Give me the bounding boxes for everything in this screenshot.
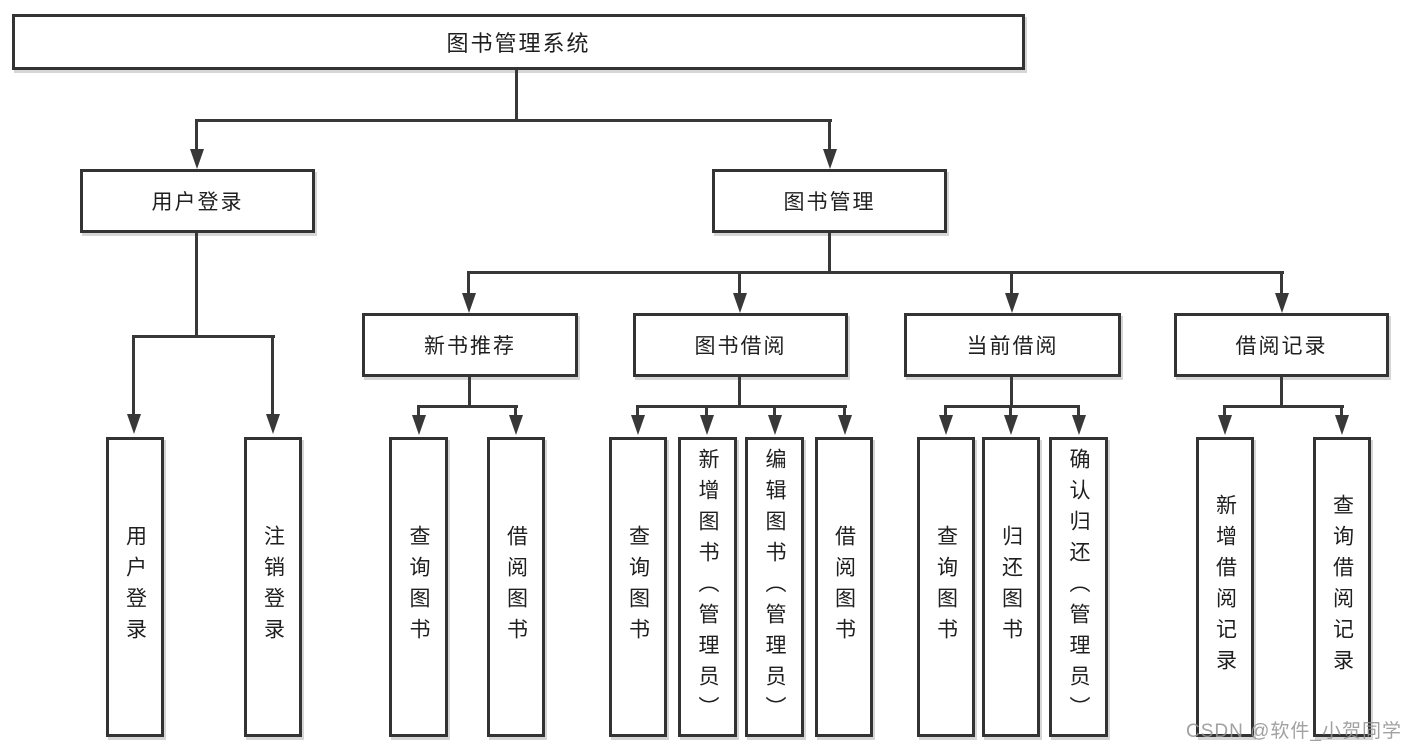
arrow-head-icon <box>1335 415 1349 435</box>
arrow-head-icon <box>768 415 782 435</box>
leaf-return-books: 归还图书 <box>982 437 1040 737</box>
connector-line <box>271 335 274 415</box>
leaf-edit-books-admin: 编辑图书（管理员） <box>745 437 804 737</box>
connector-line <box>1010 377 1013 408</box>
connector-line <box>1223 405 1344 408</box>
leaf-borrow-books-1: 借阅图书 <box>487 437 545 737</box>
leaf-query-books-1: 查询图书 <box>389 437 448 737</box>
connector-line <box>195 119 198 151</box>
connector-line <box>738 377 741 408</box>
connector-line <box>133 335 275 338</box>
connector-line <box>828 119 831 151</box>
arrow-head-icon <box>1072 415 1086 435</box>
arrow-head-icon <box>462 293 476 313</box>
leaf-query-borrow-record: 查询借阅记录 <box>1313 437 1371 737</box>
connector-line <box>514 405 517 417</box>
leaf-user-login: 用户登录 <box>106 437 164 737</box>
arrow-head-icon <box>823 149 837 169</box>
arrow-head-icon <box>1218 415 1232 435</box>
csdn-watermark: CSDN @软件_小贺同学 <box>1186 721 1402 742</box>
leaf-logout: 注销登录 <box>244 437 302 737</box>
connector-line <box>417 405 420 417</box>
connector-line <box>636 405 639 417</box>
connector-line <box>1077 405 1080 417</box>
leaf-query-books-3: 查询图书 <box>917 437 975 737</box>
leaf-add-borrow-record: 新增借阅记录 <box>1196 437 1254 737</box>
arrow-head-icon <box>127 414 141 434</box>
connector-line <box>944 405 1080 408</box>
connector-line <box>773 405 776 417</box>
connector-line <box>1280 271 1283 295</box>
leaf-borrow-books-2: 借阅图书 <box>815 437 873 737</box>
arrow-head-icon <box>1004 415 1018 435</box>
connector-line <box>636 405 847 408</box>
connector-line <box>1010 271 1013 295</box>
connector-line <box>944 405 947 417</box>
connector-line <box>468 271 1284 274</box>
connector-line <box>1280 377 1283 408</box>
connector-line <box>828 233 831 274</box>
arrow-head-icon <box>412 415 426 435</box>
arrow-head-icon <box>631 415 645 435</box>
arrow-head-icon <box>838 415 852 435</box>
node-borrowing-records: 借阅记录 <box>1174 313 1389 377</box>
connector-line <box>1340 405 1343 417</box>
connector-line <box>705 405 708 417</box>
arrow-head-icon <box>700 415 714 435</box>
connector-line <box>843 405 846 417</box>
arrow-head-icon <box>190 149 204 169</box>
arrow-head-icon <box>939 415 953 435</box>
node-current-borrowing: 当前借阅 <box>904 313 1121 377</box>
connector-line <box>1009 405 1012 417</box>
arrow-head-icon <box>509 415 523 435</box>
leaf-query-books-2: 查询图书 <box>609 437 667 737</box>
node-book-management: 图书管理 <box>712 169 947 233</box>
connector-line <box>132 335 135 415</box>
connector-line <box>468 377 471 408</box>
node-new-book-recommendation: 新书推荐 <box>362 313 578 377</box>
connector-line <box>195 233 198 338</box>
arrow-head-icon <box>1275 293 1289 313</box>
connector-line <box>196 119 832 122</box>
leaf-add-books-admin: 新增图书（管理员） <box>678 437 737 737</box>
connector-line <box>738 271 741 295</box>
leaf-confirm-return-admin: 确认归还（管理员） <box>1049 437 1108 737</box>
node-book-borrowing: 图书借阅 <box>633 313 848 377</box>
connector-line <box>467 271 470 295</box>
arrow-head-icon <box>266 414 280 434</box>
arrow-head-icon <box>1005 293 1019 313</box>
arrow-head-icon <box>733 293 747 313</box>
node-user-login: 用户登录 <box>80 169 315 233</box>
connector-line <box>1223 405 1226 417</box>
connector-line <box>417 405 518 408</box>
connector-line <box>515 70 518 121</box>
node-library-management-system: 图书管理系统 <box>12 14 1025 70</box>
